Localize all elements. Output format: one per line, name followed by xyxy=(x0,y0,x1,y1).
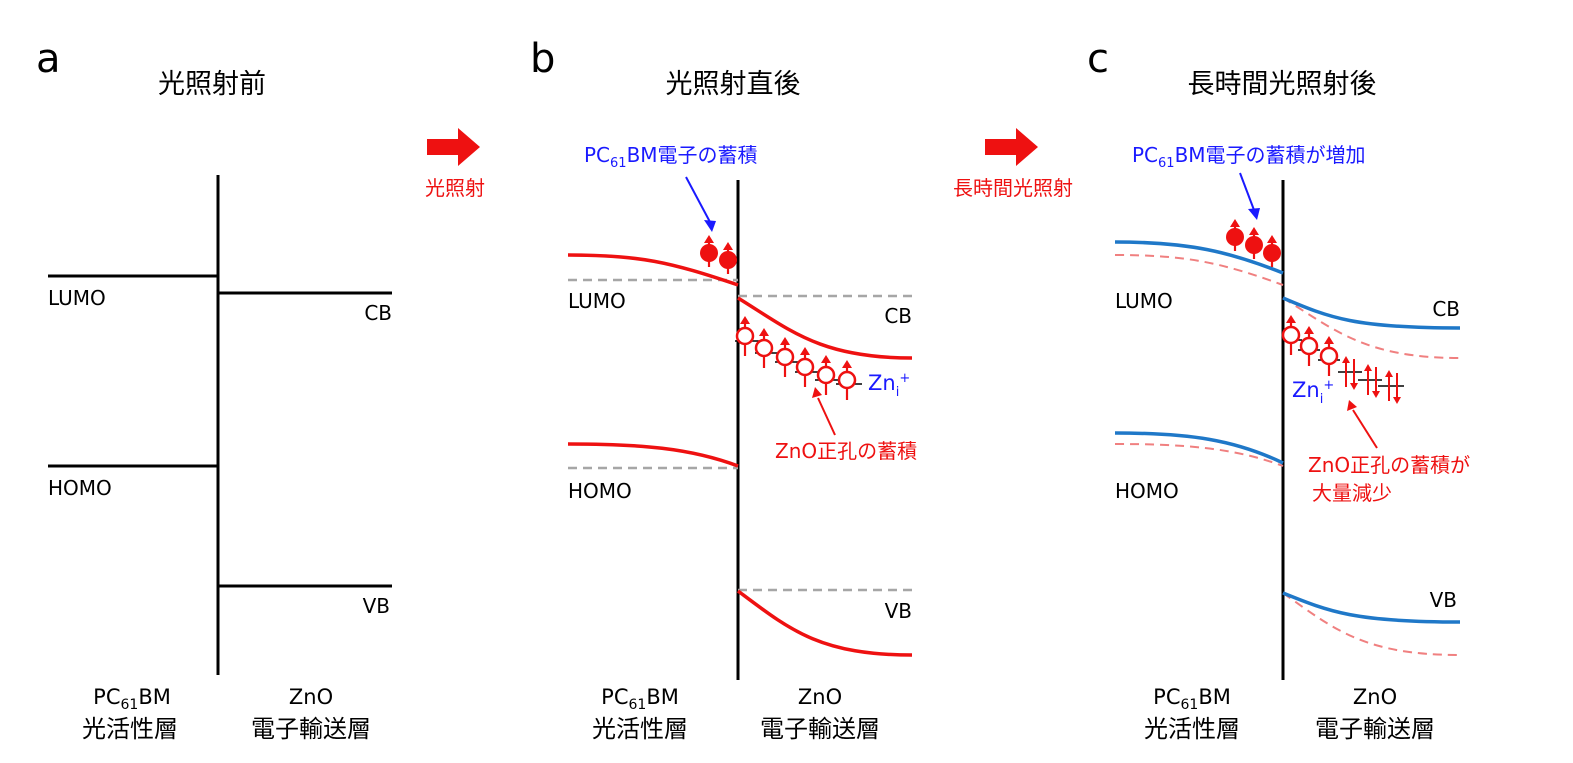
homo-label: HOMO xyxy=(568,479,632,503)
cb-band xyxy=(1282,296,1461,330)
right-arrow-icon xyxy=(985,128,1038,166)
zni-label: Zni+ xyxy=(868,371,910,400)
electron-accumulation-label: PC61BM電子の蓄積 xyxy=(584,143,758,171)
zni-label: Zni+ xyxy=(1292,378,1334,407)
panel-b-title: 光照射直後 xyxy=(666,69,801,100)
vb-previous-dashed xyxy=(1282,592,1461,656)
arrow-head-icon xyxy=(1347,400,1357,411)
panel-a: a 光照射前 LUMO CB HOMO VB PC61BM 光活性層 ZnO 電… xyxy=(36,36,392,743)
zno-label: ZnO xyxy=(289,685,333,709)
pcbm-label: PC61BM xyxy=(93,685,171,713)
lumo-label: LUMO xyxy=(568,289,626,313)
panel-c: c 長時間光照射後 LUMO xyxy=(1087,36,1470,743)
lumo-previous-dashed xyxy=(1114,254,1284,286)
panel-b: b 光照射直後 LUMO CB xyxy=(530,36,917,743)
cb-label: CB xyxy=(884,304,912,328)
vb-band xyxy=(736,589,913,657)
hole-decrease-label-line2: 大量減少 xyxy=(1312,481,1392,505)
electron-icon xyxy=(698,233,720,269)
vb-label: VB xyxy=(1430,588,1457,612)
hole-icon xyxy=(795,345,815,389)
paired-spin-icon xyxy=(1363,363,1381,399)
arrow-head-icon xyxy=(704,220,716,232)
vb-label: VB xyxy=(363,594,390,618)
electron-transport-layer-label: 電子輸送層 xyxy=(1315,715,1435,743)
electron-icon xyxy=(1261,233,1283,269)
panel-c-title: 長時間光照射後 xyxy=(1188,69,1377,100)
arrow-long-illumination: 長時間光照射 xyxy=(953,128,1073,200)
hole-pointer-arrow xyxy=(1352,409,1378,449)
paired-spin-icon xyxy=(1341,355,1359,391)
paired-spin-icon xyxy=(1384,369,1402,405)
electron-transport-layer-label: 電子輸送層 xyxy=(760,715,880,743)
photoactive-layer-label: 光活性層 xyxy=(1144,715,1240,743)
hole-decrease-label-line1: ZnO正孔の蓄積が xyxy=(1308,453,1470,477)
hole-icon xyxy=(1299,324,1319,368)
electron-icon xyxy=(1224,217,1246,253)
panel-a-letter: a xyxy=(36,36,61,82)
photoactive-layer-label: 光活性層 xyxy=(82,715,178,743)
hole-icon xyxy=(816,353,836,397)
homo-label: HOMO xyxy=(1115,479,1179,503)
cb-label: CB xyxy=(364,301,392,325)
lumo-label: LUMO xyxy=(48,286,106,310)
arrow-illumination-label: 光照射 xyxy=(425,176,485,200)
lumo-band xyxy=(567,253,739,287)
homo-label: HOMO xyxy=(48,476,112,500)
arrow-head-icon xyxy=(1248,208,1260,220)
hole-accumulation-label: ZnO正孔の蓄積 xyxy=(775,439,917,463)
hole-icon xyxy=(837,358,857,402)
electron-accumulation-increase-label: PC61BM電子の蓄積が増加 xyxy=(1132,143,1366,171)
lumo-band xyxy=(1114,240,1284,275)
vb-label: VB xyxy=(885,599,912,623)
electron-icon xyxy=(717,240,739,276)
electron-icon xyxy=(1243,225,1265,261)
homo-band xyxy=(567,442,739,468)
panel-a-title: 光照射前 xyxy=(158,69,266,100)
cb-band xyxy=(737,296,913,360)
zno-label: ZnO xyxy=(798,685,842,709)
pcbm-label: PC61BM xyxy=(1153,685,1231,713)
electron-pointer-arrow xyxy=(685,176,711,223)
arrow-illumination: 光照射 xyxy=(425,128,485,200)
right-arrow-icon xyxy=(427,128,480,166)
cb-label: CB xyxy=(1432,297,1460,321)
arrow-head-icon xyxy=(812,387,822,398)
hole-icon xyxy=(1319,334,1339,378)
pcbm-label: PC61BM xyxy=(601,685,679,713)
hole-pointer-arrow xyxy=(817,397,836,436)
panel-b-letter: b xyxy=(530,36,555,82)
panel-c-letter: c xyxy=(1087,36,1109,82)
zno-label: ZnO xyxy=(1353,685,1397,709)
arrow-long-illumination-label: 長時間光照射 xyxy=(953,176,1073,200)
cb-previous-dashed xyxy=(1282,297,1461,359)
lumo-label: LUMO xyxy=(1115,289,1173,313)
hole-icon xyxy=(1281,313,1301,357)
photoactive-layer-label: 光活性層 xyxy=(592,715,688,743)
hole-icon xyxy=(775,335,795,379)
homo-previous-dashed xyxy=(1114,443,1284,467)
homo-band xyxy=(1114,431,1284,465)
electron-pointer-arrow xyxy=(1239,172,1255,211)
vb-band xyxy=(1282,591,1461,624)
hole-icon xyxy=(754,326,774,370)
electron-transport-layer-label: 電子輸送層 xyxy=(251,715,371,743)
